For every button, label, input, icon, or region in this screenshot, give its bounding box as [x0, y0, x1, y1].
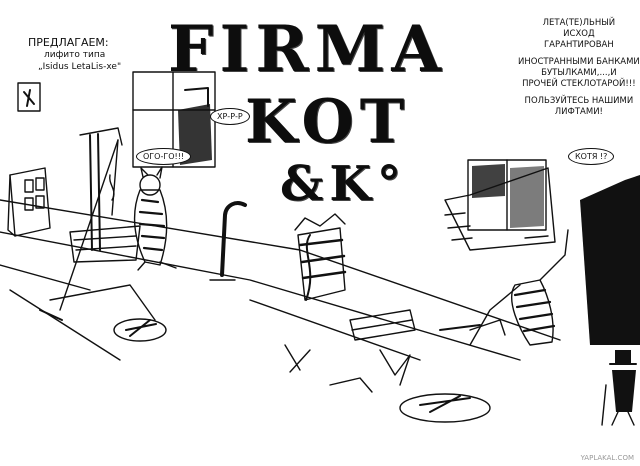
right-note-line1: ЛЕТА(ТЕ)ЛЬНЫЙ	[542, 18, 616, 28]
site-credit: YAPLAKAL.COM	[580, 454, 634, 462]
title-kot: KOT	[245, 87, 411, 157]
striped-cat-left	[133, 166, 177, 271]
snore-bubble: ХР-Р-Р	[210, 108, 250, 125]
bent-post	[209, 201, 247, 281]
right-note-line4: ИНОСТРАННЫМИ БАНКАМИ	[518, 57, 640, 68]
crashed-elevator	[294, 213, 347, 301]
left-note-line3: „Isidus LetaLis-xe"	[38, 61, 122, 72]
title-firma: FIRMA	[168, 12, 448, 87]
right-note-line8: ЛИФТАМИ!	[554, 107, 603, 118]
phone-booth	[7, 167, 51, 237]
debris	[284, 309, 506, 393]
ogo-bubble: ОГО-ГО!!!	[136, 148, 192, 165]
right-note-line6: ПРОЧЕЙ СТЕКЛОТАРОЙ!!!	[522, 79, 636, 90]
title-and-co: &K°	[280, 156, 408, 212]
man-top-hat	[601, 350, 637, 426]
right-note-line2: ИСХОД	[563, 29, 595, 40]
right-note-line7: ПОЛЬЗУЙТЕСЬ НАШИМИ	[524, 96, 634, 107]
right-note: ЛЕТА(ТЕ)ЛЬНЫЙ ИСХОД ГАРАНТИРОВАН ИНОСТРА…	[518, 18, 640, 118]
striped-cat-right	[469, 229, 569, 346]
brick-wall-window	[444, 159, 556, 251]
lift-gallows	[39, 127, 156, 321]
left-note-line2: лифито типа	[44, 50, 106, 61]
manhole-left	[113, 318, 167, 342]
pavement	[0, 199, 561, 361]
right-note-line5: БУТЫЛКАМИ,...,И	[541, 68, 617, 79]
left-note: ПРЕДЛАГАЕМ: лифито типа „Isidus LetaLis-…	[28, 36, 121, 74]
manhole-bottom	[399, 393, 491, 423]
kotya-bubble: КОТЯ !?	[568, 148, 615, 165]
left-note-line1: ПРЕДЛАГАЕМ:	[28, 36, 109, 49]
framed-picture-small	[17, 82, 41, 112]
right-note-line3: ГАРАНТИРОВАН	[544, 40, 614, 51]
dark-corner	[580, 175, 640, 345]
